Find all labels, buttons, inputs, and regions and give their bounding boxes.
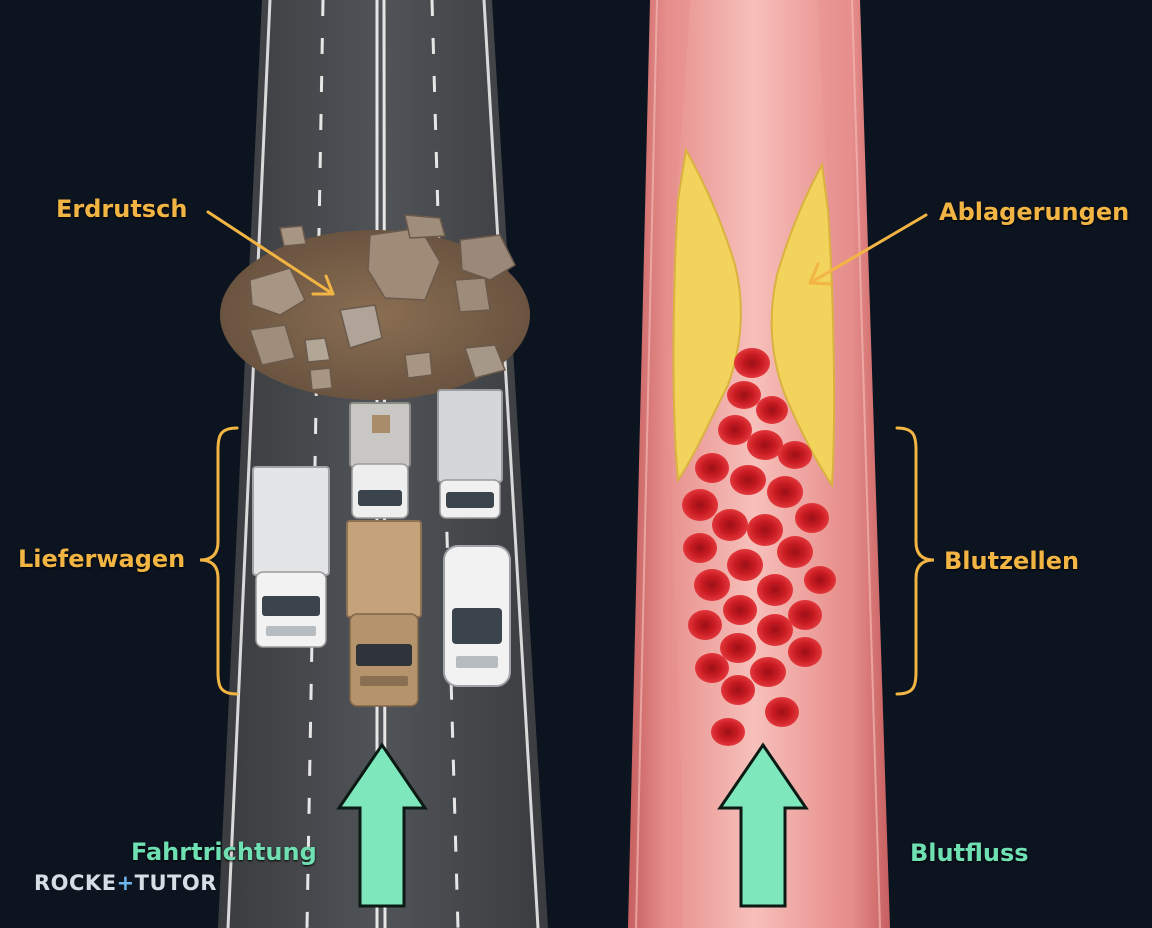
road-edge-right <box>482 0 540 928</box>
blood-cell <box>688 610 722 640</box>
blood-cell <box>718 415 752 445</box>
plaque-right <box>770 161 836 488</box>
rock <box>249 267 306 316</box>
road-edge-left <box>226 0 272 928</box>
pointer-landslide <box>206 210 335 296</box>
blood-vessel <box>628 0 890 928</box>
blood-cell <box>788 600 822 630</box>
blood-cell <box>694 569 730 601</box>
label-blood-cells: Blutzellen <box>944 547 1080 575</box>
brace-trucks <box>199 426 239 696</box>
label-blood-flow: Blutfluss <box>910 839 1029 867</box>
blood-cell <box>734 348 770 378</box>
blood-cell <box>747 514 783 546</box>
blood-cell <box>757 574 793 606</box>
blood-flow-arrow <box>717 742 809 908</box>
rock <box>454 277 491 313</box>
rock <box>404 351 433 379</box>
brace-blood-cells <box>895 426 935 696</box>
label-direction: Fahrtrichtung <box>131 838 317 866</box>
traffic-direction-arrow <box>336 742 428 908</box>
plaque-left <box>672 147 742 483</box>
truck-left <box>252 466 330 648</box>
landslide-rubble <box>220 214 530 400</box>
blood-cell <box>695 453 729 483</box>
label-landslide: Erdrutsch <box>56 195 188 223</box>
rock <box>248 324 296 366</box>
blood-cell <box>777 536 813 568</box>
pointer-deposits <box>808 213 928 286</box>
rock <box>404 214 446 239</box>
rock <box>309 367 333 391</box>
blood-cell <box>778 441 812 469</box>
truck-group <box>252 389 511 707</box>
blood-cell <box>750 657 786 687</box>
blood-cell <box>721 675 755 705</box>
blood-cell-cluster <box>682 348 836 746</box>
rock <box>339 304 383 349</box>
truck-middle-brown <box>346 520 422 707</box>
label-trucks: Lieferwagen <box>18 545 186 573</box>
truck-rear-right <box>437 389 503 519</box>
logo-plus-icon: + <box>116 871 135 895</box>
label-deposits: Ablagerungen <box>939 198 1130 226</box>
blood-cell <box>765 697 799 727</box>
blood-cell <box>695 653 729 683</box>
lane-dash-left <box>305 0 325 928</box>
blood-cell <box>711 718 745 746</box>
rock <box>279 225 307 247</box>
blood-cell <box>730 465 766 495</box>
blood-cell <box>757 614 793 646</box>
blood-cell <box>727 381 761 409</box>
blood-cell <box>712 509 748 541</box>
truck-rear-middle <box>349 402 411 519</box>
blood-cell <box>804 566 836 594</box>
logo-text-left: ROCKE <box>34 871 117 895</box>
blood-cell <box>723 595 757 625</box>
blood-cell <box>767 476 803 508</box>
brand-logo: ROCKE+TUTOR <box>34 873 217 894</box>
blood-cell <box>720 633 756 663</box>
rock <box>304 337 331 363</box>
blood-cell <box>756 396 788 424</box>
van-right <box>443 545 511 687</box>
blood-cell <box>682 489 718 521</box>
blood-cell <box>747 430 783 460</box>
blood-cell <box>727 549 763 581</box>
logo-text-right: TUTOR <box>134 871 217 895</box>
blood-cell <box>795 503 829 533</box>
rock <box>459 234 516 281</box>
blood-cell <box>683 533 717 563</box>
rock <box>463 344 507 379</box>
blood-cell <box>788 637 822 667</box>
